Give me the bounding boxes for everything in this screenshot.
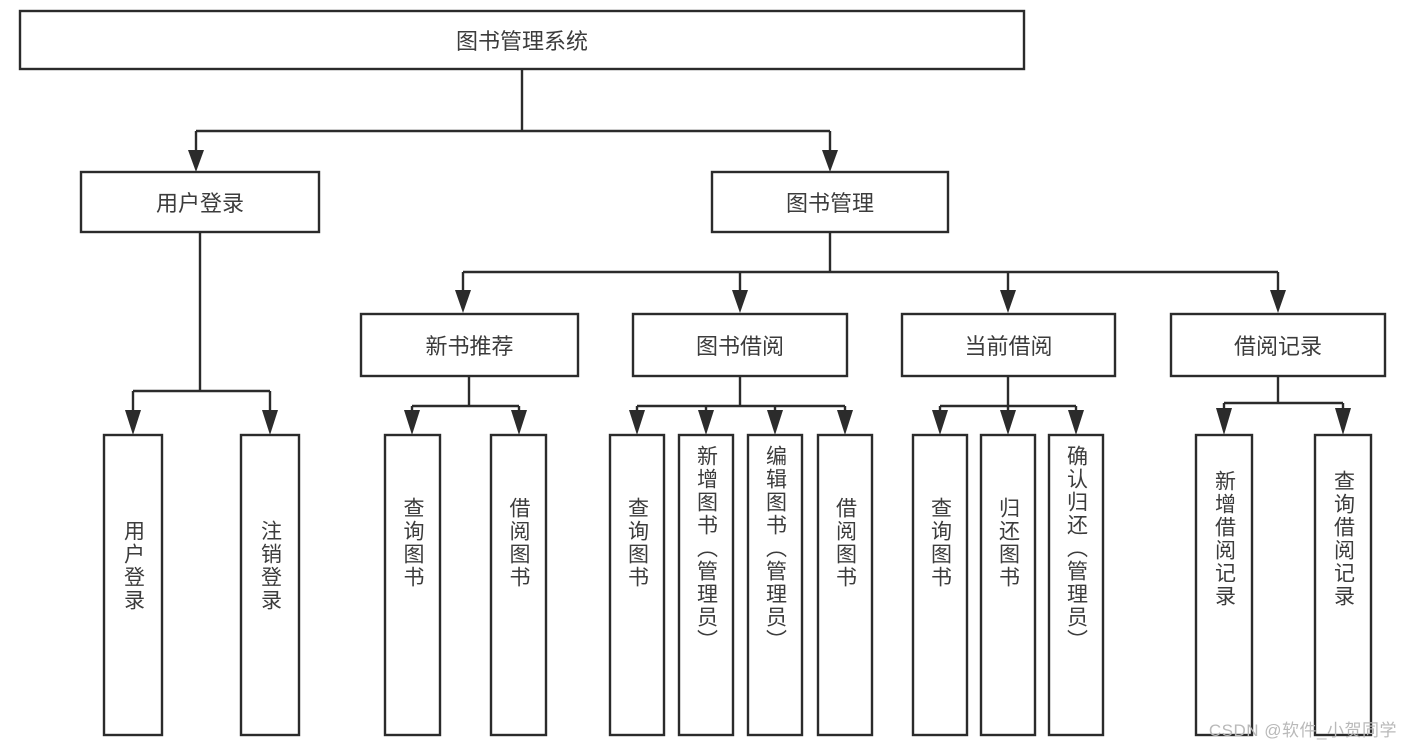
arrow-record-leaf-2 xyxy=(1335,408,1351,435)
node-box-leaf-current-2[interactable] xyxy=(979,433,1037,737)
connectors-group xyxy=(125,69,1351,435)
node-box-leaf-newbook-2[interactable] xyxy=(489,433,548,737)
arrow-borrow-leaf-3 xyxy=(767,410,783,435)
node-box-leaf-borrow-2[interactable] xyxy=(677,433,735,737)
arrow-current-leaf-2 xyxy=(1000,410,1016,435)
node-box-leaf-newbook-1[interactable] xyxy=(383,433,442,737)
arrow-bm-current xyxy=(1000,290,1016,313)
node-boxes-group xyxy=(18,9,1387,737)
node-box-leaf-borrow-4[interactable] xyxy=(816,433,874,737)
arrow-bm-new-book xyxy=(455,290,471,313)
arrow-newbook-leaf-1 xyxy=(404,410,420,435)
node-box-leaf-current-1[interactable] xyxy=(911,433,969,737)
node-box-leaf-borrow-3[interactable] xyxy=(746,433,804,737)
arrow-borrow-leaf-1 xyxy=(629,410,645,435)
arrow-bm-record xyxy=(1270,290,1286,313)
arrow-user-login-leaf-1 xyxy=(125,410,141,435)
node-box-new-book-recommend[interactable] xyxy=(359,312,580,378)
node-box-leaf-borrow-1[interactable] xyxy=(608,433,666,737)
node-box-book-borrow[interactable] xyxy=(631,312,849,378)
arrow-current-leaf-3 xyxy=(1068,410,1084,435)
node-box-book-management[interactable] xyxy=(710,170,950,234)
node-box-leaf-record-2[interactable] xyxy=(1313,433,1373,737)
node-box-user-login[interactable] xyxy=(79,170,321,234)
arrow-record-leaf-1 xyxy=(1216,408,1232,435)
arrow-user-login-leaf-2 xyxy=(262,410,278,435)
node-box-root[interactable] xyxy=(18,9,1026,71)
arrow-current-leaf-1 xyxy=(932,410,948,435)
arrow-root-to-user-login xyxy=(188,150,204,172)
node-box-leaf-user-login-2[interactable] xyxy=(239,433,301,737)
arrow-root-to-book-mgmt xyxy=(822,150,838,172)
node-box-leaf-user-login-1[interactable] xyxy=(102,433,164,737)
arrow-bm-borrow xyxy=(732,290,748,313)
arrow-newbook-leaf-2 xyxy=(511,410,527,435)
node-box-current-borrow[interactable] xyxy=(900,312,1117,378)
arrow-borrow-leaf-2 xyxy=(698,410,714,435)
node-box-leaf-current-3[interactable] xyxy=(1047,433,1105,737)
node-box-leaf-record-1[interactable] xyxy=(1194,433,1254,737)
node-box-borrow-record[interactable] xyxy=(1169,312,1387,378)
arrow-borrow-leaf-4 xyxy=(837,410,853,435)
